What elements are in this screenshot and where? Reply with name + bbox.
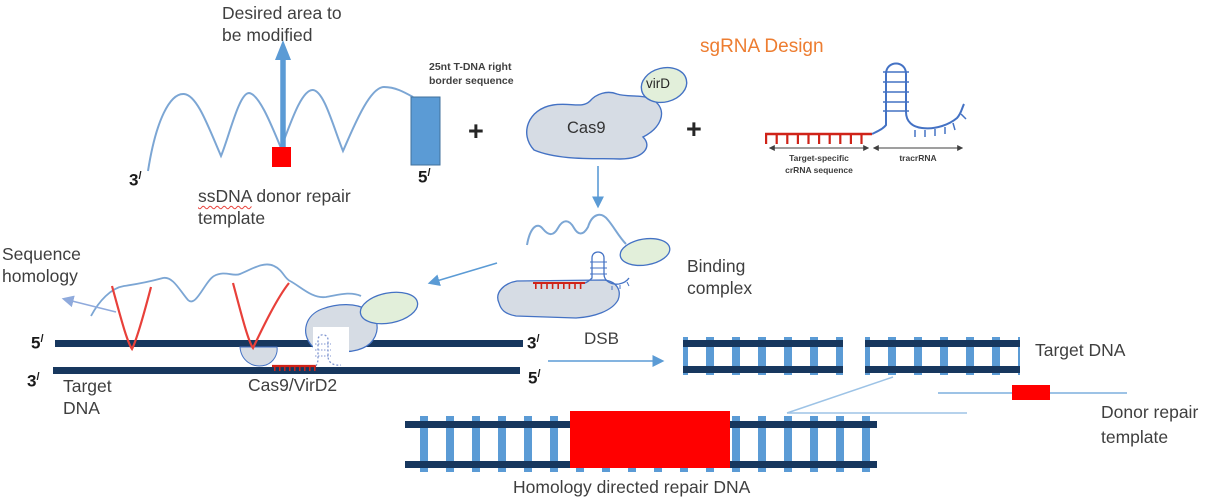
mini-hairpin-rungs [315, 343, 331, 357]
cut-dna-ladder-right [865, 337, 1020, 375]
ssdna-end5-label: 5/ [418, 167, 431, 187]
binding-complex-label: Binding complex [687, 256, 753, 298]
hdr-dna-graphic [405, 411, 877, 472]
target-dna-left-label: Target DNA [63, 376, 112, 418]
homology-ssdna-wave [90, 263, 362, 317]
target-dna-right-label: Target DNA [1035, 340, 1126, 360]
target-dna-assembly-graphic [53, 263, 523, 374]
ssdna-donor-template-graphic [147, 40, 441, 172]
cas9-blob [526, 91, 663, 160]
target-end3-right: 3/ [527, 333, 540, 353]
vird2-on-dna-ellipse [359, 291, 419, 325]
plus-sign-1: + [468, 116, 484, 146]
ssdna-word: ssDNA [198, 186, 252, 206]
tracrrna-label: tracrRNA [899, 153, 937, 163]
homology-v-right [231, 282, 290, 351]
ladder-top-strand [865, 340, 1020, 347]
insert-connector-diagonal [786, 376, 894, 414]
ladder-top-strand [683, 340, 843, 347]
cut-window [313, 327, 349, 356]
tdna-note-label: 25nt T-DNA right border sequence [429, 61, 514, 87]
target-end5-left: 5/ [31, 333, 44, 353]
donor-template-graphic [786, 376, 1127, 414]
vird-label: virD [646, 76, 670, 91]
desired-area-arrowhead [275, 40, 291, 60]
cas9-label: Cas9 [567, 119, 606, 137]
tracrrna-hairpin [871, 62, 965, 135]
cas9-vird2-label: Cas9/VirD2 [248, 375, 338, 395]
cas9-vird-complex-graphic [526, 66, 688, 209]
sgrna-design-title: sgRNA Design [700, 36, 824, 57]
sgrna-design-graphic [765, 62, 967, 151]
binding-hairpin-rungs [590, 261, 630, 290]
sequence-homology-arrow [61, 295, 117, 313]
ssdna-template-label: ssDNA donor repair template [198, 186, 351, 228]
crrna-label-line1: Target-specific [789, 153, 849, 163]
crrna-label-line2: crRNA sequence [785, 165, 853, 175]
binding-ssdna-wave [526, 213, 627, 246]
sequence-homology-label: Sequence homology [2, 244, 81, 286]
binding-cas9-blob [497, 279, 620, 319]
target-end5-right: 5/ [528, 368, 541, 388]
tracrrna-hairpin-rungs [883, 71, 967, 137]
ladder-bottom-strand [865, 366, 1020, 373]
tdna-border-rect [410, 96, 441, 166]
dsb-label: DSB [584, 329, 619, 348]
binding-to-target-arrow [427, 262, 498, 287]
desired-area-red-square [272, 147, 291, 167]
vird-ellipse [640, 66, 688, 104]
binding-complex-graphic [427, 213, 671, 319]
ladder-bottom-strand [683, 366, 843, 373]
target-dna-top-strand [55, 340, 523, 347]
binding-vird-ellipse [619, 237, 671, 267]
target-end3-left: 3/ [27, 371, 40, 391]
target-dna-bottom-strand [53, 367, 520, 374]
hdr-label: Homology directed repair DNA [513, 477, 751, 497]
homology-v-left [110, 285, 153, 352]
hdr-red-insert [570, 411, 730, 468]
ssdna-end3-label: 3/ [129, 170, 142, 190]
desired-area-label: Desired area to be modified [222, 3, 342, 45]
cut-dna-ladder-left [683, 337, 843, 375]
donor-red-insert [1012, 385, 1050, 400]
cas9-under-lobe [239, 346, 278, 367]
donor-repair-template-label: Donor repair template [1101, 402, 1199, 447]
plus-sign-2: + [686, 114, 702, 144]
binding-hairpin [584, 251, 630, 285]
